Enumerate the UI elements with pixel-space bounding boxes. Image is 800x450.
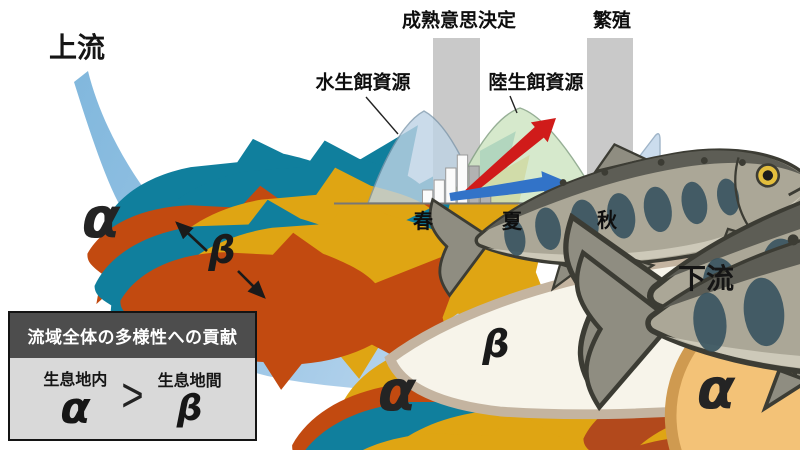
blue-growth-arrow [449, 171, 565, 201]
aquatic-leader-line [365, 96, 399, 135]
beta-arrow-upstream [175, 221, 266, 299]
within-habitat-label: 生息地内 [43, 372, 108, 389]
alpha-upstream: α [81, 186, 121, 251]
terrestrial-resource-label: 陸生餌資源 [488, 72, 584, 94]
between-habitat-column: 生息地間 β [158, 367, 222, 427]
reproduction-label: 繁殖 [592, 10, 632, 32]
diversity-contribution-box: 流域全体の多様性への貢献 生息地内 α > 生息地間 β [8, 311, 257, 442]
season-spring-label: 春 [413, 211, 433, 233]
inset-chart [334, 38, 800, 450]
greater-than-symbol: > [121, 369, 144, 423]
within-habitat-column: 生息地内 α [43, 366, 108, 434]
histogram-bar-2 [433, 179, 445, 204]
aquatic-resource-label: 水生餌資源 [315, 72, 411, 94]
diversity-box-title: 流域全体の多様性への貢献 [10, 313, 255, 358]
red-growth-arrow [465, 118, 556, 196]
between-habitat-label: 生息地間 [157, 372, 222, 390]
beta-downstream: β [482, 322, 510, 366]
diversity-box-body: 生息地内 α > 生息地間 β [10, 358, 255, 439]
downstream-label: 下流 [677, 263, 735, 294]
between-habitat-beta: β [176, 387, 203, 429]
beta-upstream: β [208, 228, 236, 272]
maturation-decision-label: 成熟意思決定 [401, 10, 517, 32]
within-habitat-alpha: α [60, 383, 91, 434]
upstream-label: 上流 [48, 32, 106, 63]
season-autumn-label: 秋 [597, 210, 617, 232]
terrestrial-leader-line [509, 95, 518, 114]
alpha-middle: α [377, 359, 417, 424]
alpha-downstream: α [696, 357, 736, 422]
season-summer-label: 夏 [502, 211, 522, 233]
